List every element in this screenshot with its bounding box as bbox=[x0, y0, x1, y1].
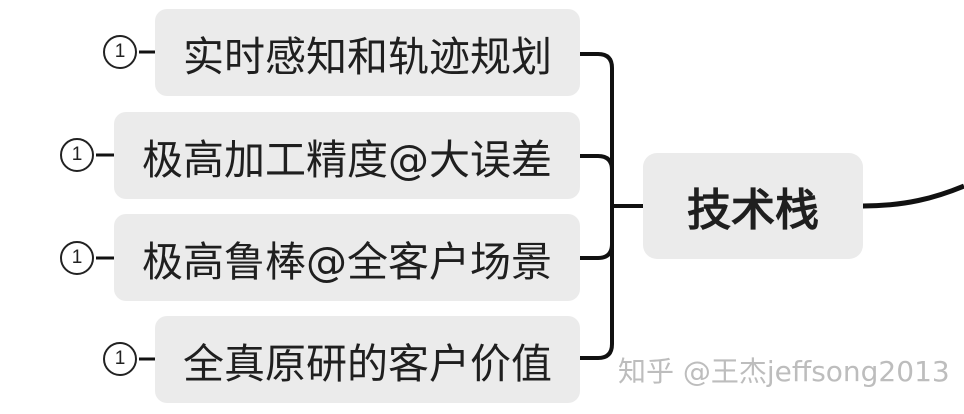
priority-1-icon: 1 bbox=[103, 35, 137, 69]
branch-node-2[interactable]: 极高加工精度@大误差 bbox=[114, 112, 580, 199]
branch-stub-3 bbox=[580, 243, 614, 260]
priority-1-icon: 1 bbox=[103, 342, 137, 376]
priority-1-icon: 1 bbox=[60, 138, 94, 172]
priority-1-icon: 1 bbox=[60, 241, 94, 275]
parent-link bbox=[862, 183, 964, 209]
watermark: 知乎 @王杰jeffsong2013 bbox=[618, 355, 950, 388]
central-topic[interactable]: 技术栈 bbox=[643, 153, 863, 259]
branch-node-4[interactable]: 全真原研的客户价值 bbox=[155, 316, 580, 403]
branch-node-3[interactable]: 极高鲁棒@全客户场景 bbox=[114, 214, 580, 301]
bracket-connector bbox=[580, 52, 614, 360]
branch-node-1[interactable]: 实时感知和轨迹规划 bbox=[155, 9, 580, 96]
branch-stub-2 bbox=[580, 154, 614, 171]
